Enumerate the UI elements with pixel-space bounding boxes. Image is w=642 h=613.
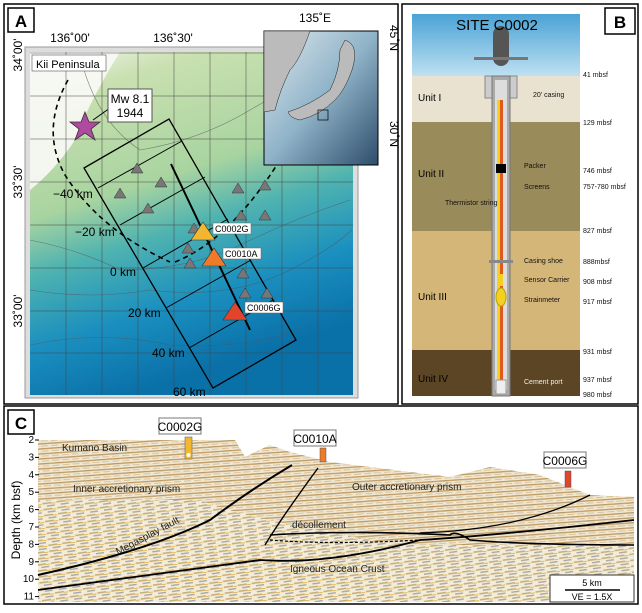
- annotation: Igneous Ocean Crust: [290, 564, 385, 575]
- depth-label: 746 mbsf: [583, 168, 612, 175]
- site-c0010a-marker: [201, 247, 227, 267]
- km-label: 20 km: [128, 306, 161, 320]
- panel-c: C Depth (km bsf) 2 3 4 5 6 7 8 9 10 11 C0002G C00…: [3, 405, 639, 605]
- y-tick-label: 8: [28, 539, 34, 550]
- depth-label: 888mbsf: [583, 259, 610, 266]
- unit-label: Unit I: [418, 93, 441, 104]
- site-label: C0002G: [158, 420, 203, 434]
- y-axis-ticks: 2 3 4 5 6 7 8 9 10 11: [23, 435, 39, 603]
- vertical-exaggeration: VE = 1.5X: [572, 592, 613, 602]
- lat-label: 33˚00': [11, 295, 25, 328]
- lon-label: 136˚00': [50, 31, 90, 45]
- inset-lat-label: 30˚N: [387, 121, 401, 147]
- site-label: C0006G: [543, 454, 588, 468]
- unit-label: Unit II: [418, 169, 444, 180]
- y-tick-label: 9: [28, 557, 34, 568]
- component-label: Thermistor string: [445, 200, 498, 207]
- y-tick-label: 4: [28, 470, 34, 481]
- annotation: Inner accretionary prism: [73, 484, 180, 495]
- place-label: Kii Peninsula: [36, 59, 100, 71]
- unit-label: Unit III: [418, 292, 447, 303]
- km-label: 0 km: [110, 265, 136, 279]
- component-label: Packer: [524, 163, 546, 170]
- land-area: [30, 52, 120, 190]
- component-label: Screens: [524, 184, 550, 191]
- component-label: Sensor Carrier: [524, 277, 570, 284]
- scale-label: 5 km: [582, 578, 602, 588]
- y-tick-label: 11: [24, 592, 35, 603]
- site-label: C0006G: [247, 303, 281, 313]
- quake-magnitude: Mw 8.1: [111, 92, 150, 106]
- scale-bar: 5 km VE = 1.5X: [549, 574, 635, 603]
- depth-label: 917 mbsf: [583, 299, 612, 306]
- inset-lat-label: 45˚N: [387, 25, 401, 51]
- km-label: −20 km: [75, 225, 115, 239]
- borehole: [474, 26, 528, 397]
- depth-label: 827 mbsf: [583, 228, 612, 235]
- site-label: C0002G: [215, 224, 249, 234]
- lon-label: 136˚30': [153, 31, 193, 45]
- panel-a-label: A: [15, 12, 27, 31]
- lat-label: 33˚30': [11, 166, 25, 199]
- site-c0006g-marker: [222, 301, 248, 321]
- site-title: SITE C0002: [456, 17, 538, 34]
- depth-label: 931 mbsf: [583, 349, 612, 356]
- component-label: 20' casing: [533, 92, 564, 99]
- panel-b: B SITE C0002 Unit I Unit II Unit III Uni…: [401, 3, 639, 405]
- inset-lon-label: 135˚E: [299, 11, 331, 25]
- packer: [496, 164, 506, 173]
- profile-line: [170, 163, 251, 331]
- quake-year: 1944: [117, 106, 144, 120]
- y-tick-label: 2: [28, 435, 34, 446]
- fault-lines: [37, 464, 635, 591]
- depth-label: 129 mbsf: [583, 120, 612, 127]
- site-label: C0010A: [225, 249, 258, 259]
- component-label: Casing shoe: [524, 258, 563, 265]
- c0002g-borehole-marker: [184, 436, 193, 460]
- y-tick-label: 6: [28, 505, 34, 516]
- km-label: 60 km: [173, 385, 206, 399]
- y-axis-label: Depth (km bsf): [9, 481, 23, 560]
- component-label: Strainmeter: [524, 297, 561, 304]
- site-label: C0010A: [293, 432, 336, 446]
- km-label: −40 km: [53, 187, 93, 201]
- panel-b-label: B: [614, 13, 626, 32]
- site-c0002g-marker: [190, 221, 216, 241]
- depth-label: 757-780 mbsf: [583, 184, 626, 191]
- unit-label: Unit IV: [418, 374, 448, 385]
- panel-a-label-box: [7, 7, 35, 33]
- depth-label: 937 mbsf: [583, 377, 612, 384]
- km-label: 40 km: [152, 346, 185, 360]
- panel-c-label: C: [15, 414, 27, 433]
- c0006g-borehole-marker: [564, 470, 572, 488]
- lat-label: 34˚00': [11, 39, 25, 72]
- y-tick-label: 10: [23, 574, 35, 585]
- station-triangles: [113, 162, 274, 299]
- depth-label: 41 mbsf: [583, 72, 608, 79]
- y-tick-label: 5: [28, 487, 34, 498]
- annotation: Kumano Basin: [62, 443, 127, 454]
- earthquake-star-icon: [68, 110, 102, 142]
- y-tick-label: 7: [28, 522, 34, 533]
- panel-a: A 136˚00' 136˚30' 34˚00' 33˚30' 33˚00' K…: [3, 3, 401, 405]
- component-label: Cement port: [524, 379, 563, 386]
- y-tick-label: 3: [28, 452, 34, 463]
- depth-label: 908 mbsf: [583, 279, 612, 286]
- depth-label: 980 mbsf: [583, 392, 612, 399]
- inset-study-area: [317, 109, 329, 121]
- annotation: Outer accretionary prism: [352, 482, 461, 493]
- inset-map: 135˚E 45˚N 30˚N: [263, 11, 401, 166]
- c0010a-borehole-marker: [319, 447, 327, 463]
- annotation: décollement: [292, 520, 346, 531]
